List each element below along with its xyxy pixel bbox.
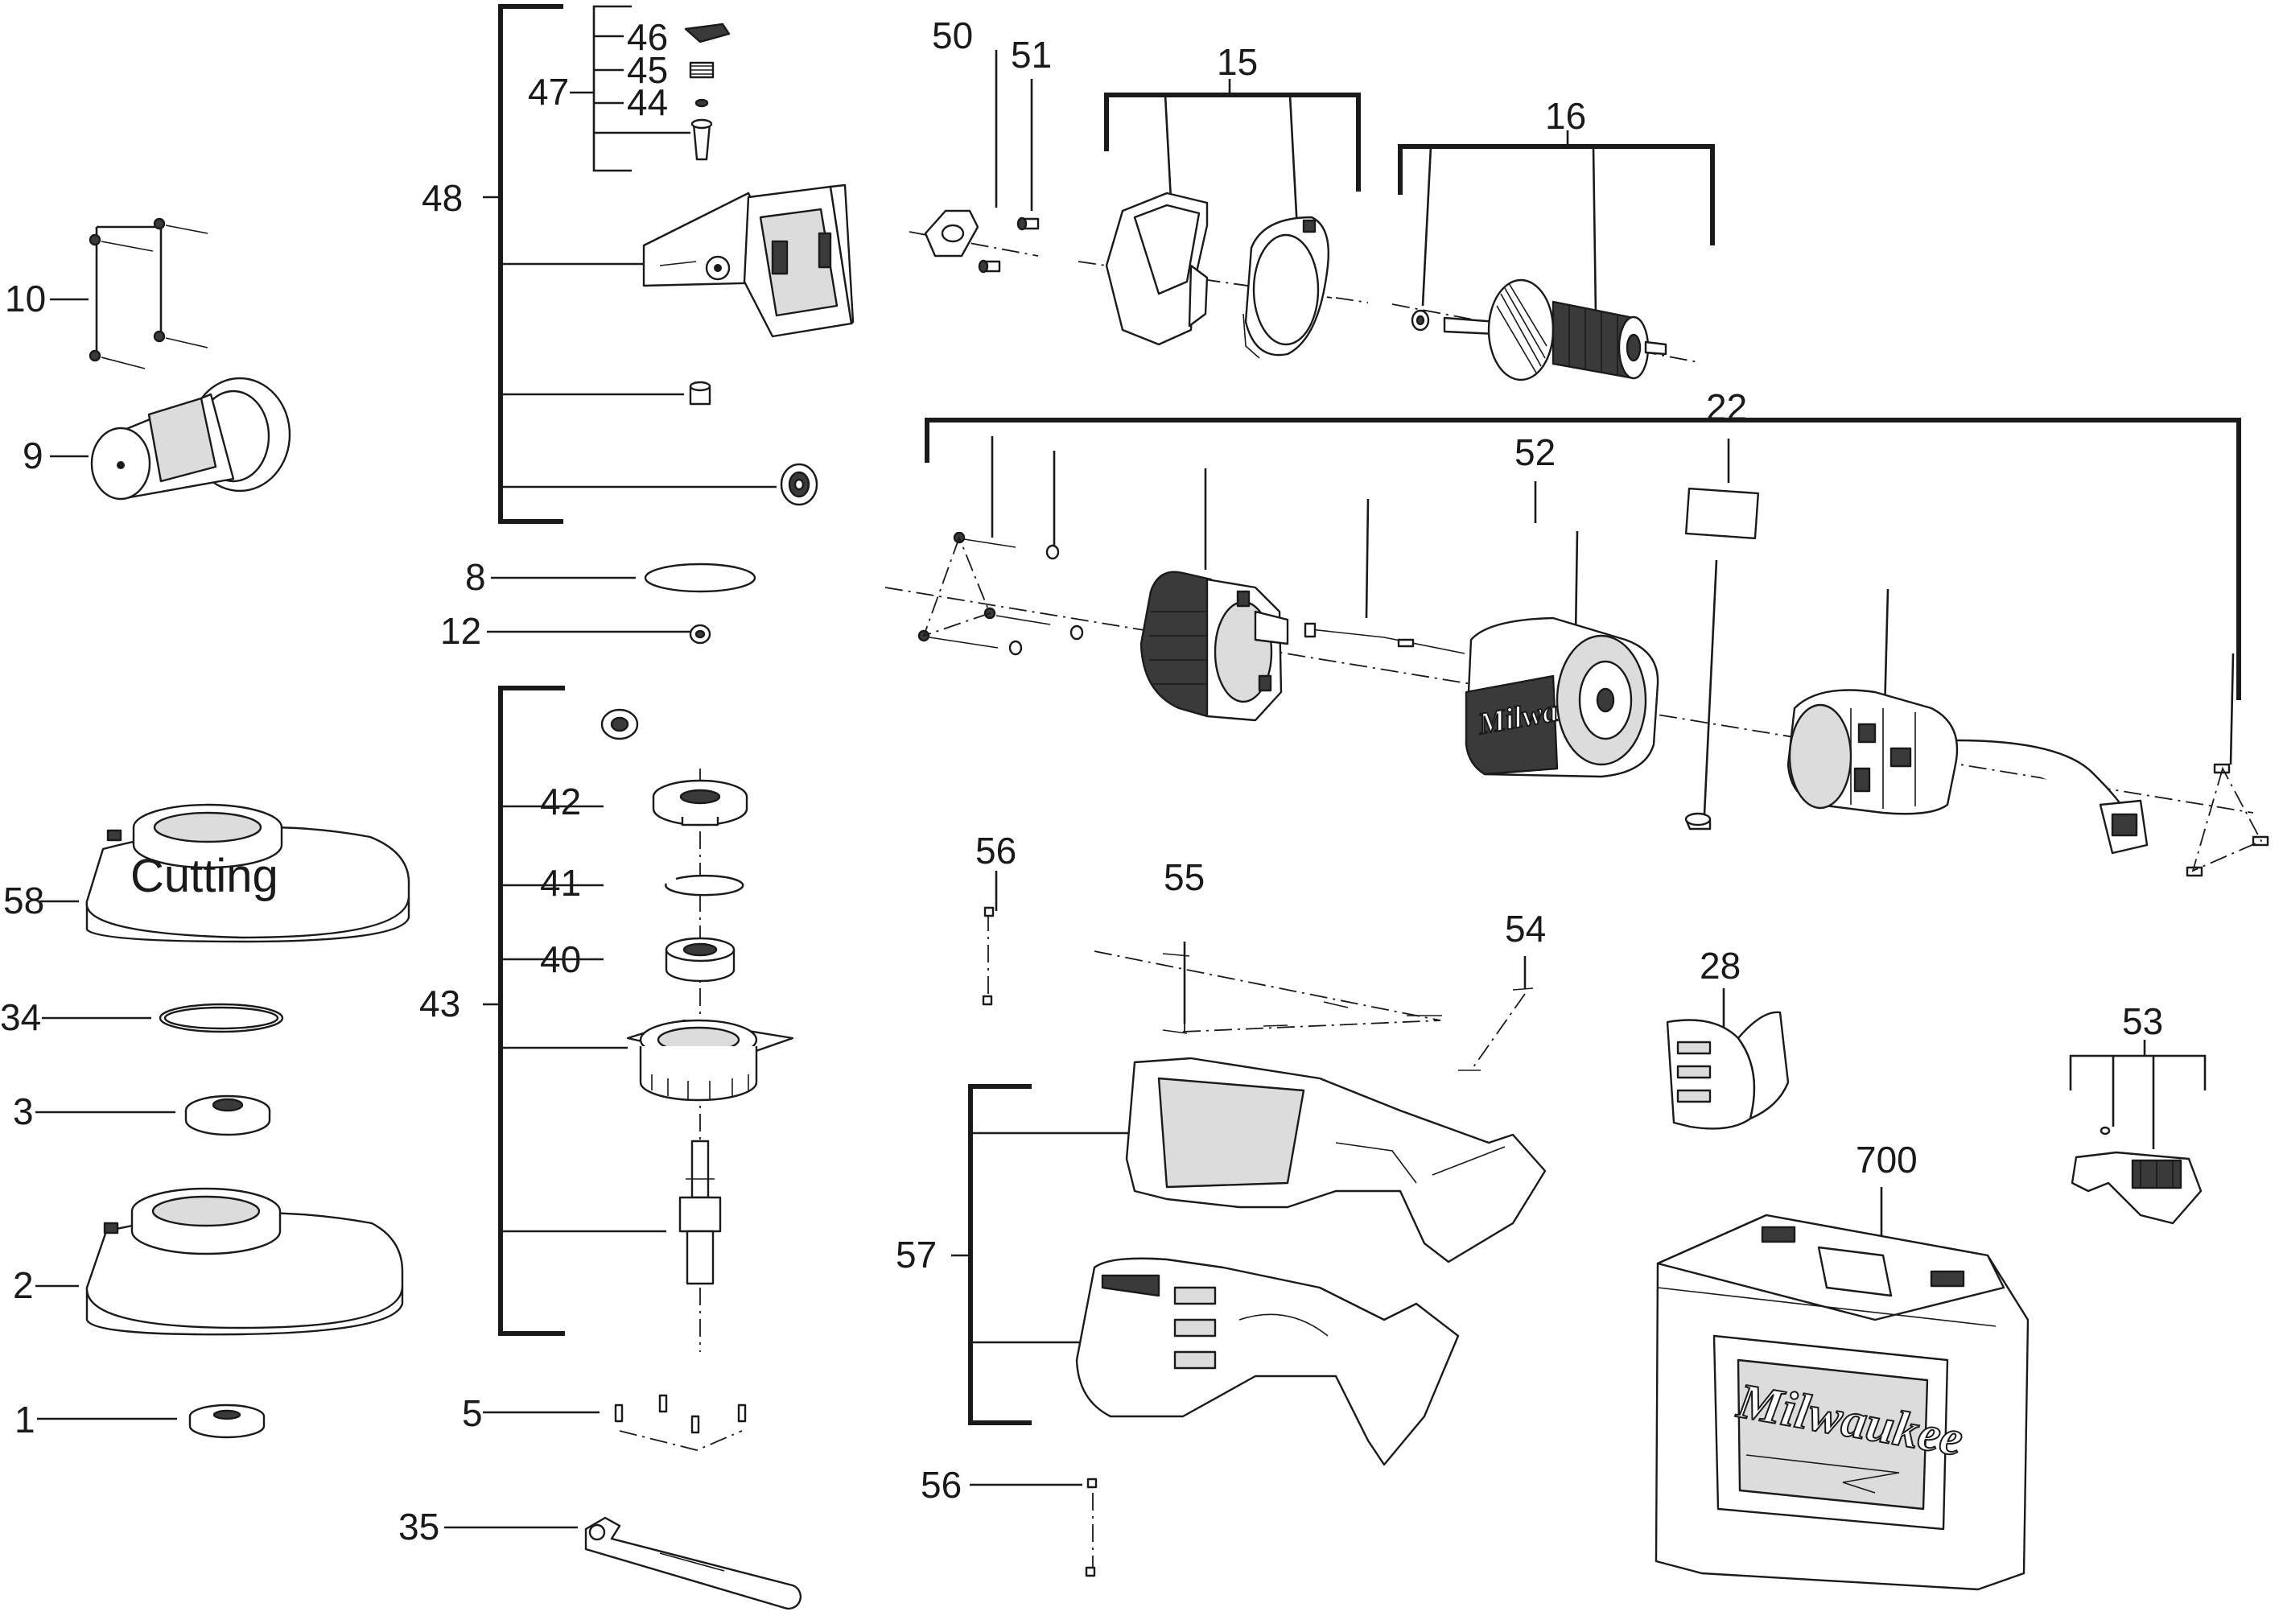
callout-2: 2 <box>13 1264 34 1306</box>
callout-15: 15 <box>1217 41 1258 83</box>
callout-40: 40 <box>540 938 581 980</box>
callout-53: 53 <box>2122 1000 2163 1042</box>
callout-42: 42 <box>540 781 581 822</box>
callout-54: 54 <box>1505 908 1546 950</box>
electronics-module <box>1786 689 2149 855</box>
switch-53 <box>2071 1126 2203 1225</box>
callout-47: 47 <box>528 71 569 113</box>
screws-51 <box>978 216 1040 274</box>
callout-5: 5 <box>462 1392 483 1434</box>
screws-55 <box>1162 953 1442 1034</box>
screws-56-top <box>982 906 995 1006</box>
screws-54 <box>1458 987 1534 1071</box>
wire <box>1304 622 1465 654</box>
grinding-guard-2 <box>85 1187 404 1336</box>
screws-56-bottom <box>1085 1478 1098 1577</box>
circlip-41 <box>665 874 744 896</box>
callout-45: 45 <box>627 49 668 91</box>
bearing-part <box>780 463 818 506</box>
handle-halves-57 <box>1075 1057 1547 1466</box>
callout-1: 1 <box>14 1399 35 1441</box>
rotor-16 <box>1411 278 1667 381</box>
callout-16: 16 <box>1545 95 1586 137</box>
callout-52: 52 <box>1514 431 1556 473</box>
callout-58: 58 <box>3 880 44 921</box>
flange-nut-1 <box>188 1403 266 1439</box>
callout-48: 48 <box>422 177 463 219</box>
screws-5 <box>614 1394 747 1451</box>
guard-label: Cutting <box>130 850 278 902</box>
callout-56-bottom: 56 <box>921 1464 962 1506</box>
plug <box>1684 812 1712 831</box>
callout-41: 41 <box>540 862 581 904</box>
screws-10 <box>89 217 208 369</box>
nut-12 <box>689 624 711 645</box>
callout-56-top: 56 <box>975 830 1016 872</box>
bracket-15 <box>1104 79 1361 230</box>
callout-8: 8 <box>465 556 486 598</box>
carry-case-700: Milwaukee <box>1655 1214 2030 1591</box>
callout-51: 51 <box>1011 34 1052 76</box>
callout-46: 46 <box>627 16 668 58</box>
parts-44-47 <box>684 23 731 161</box>
callout-3: 3 <box>13 1090 34 1132</box>
part-42 <box>600 708 748 826</box>
bracket-47 <box>570 5 690 172</box>
bracket-43 <box>483 686 666 1336</box>
flange-housing <box>626 1019 794 1102</box>
callout-35: 35 <box>398 1506 439 1548</box>
spindle <box>678 1140 722 1285</box>
bracket-52 <box>925 418 2241 815</box>
flange-3 <box>184 1094 271 1136</box>
callout-43: 43 <box>419 983 460 1024</box>
fan-baffle-15 <box>1105 192 1209 346</box>
o-ring-8 <box>644 563 756 593</box>
label-22 <box>1684 487 1760 540</box>
leader-lines <box>35 50 1883 1529</box>
callout-22: 22 <box>1706 386 1747 428</box>
bracket-10 <box>95 225 163 352</box>
callout-10: 10 <box>5 278 46 319</box>
callout-44: 44 <box>627 81 668 123</box>
stator <box>1139 571 1289 722</box>
callout-labels: 46 45 44 47 48 10 9 8 12 42 41 40 43 58 … <box>0 14 2163 1548</box>
bearing-40 <box>665 937 736 983</box>
cutting-guard-58: Cutting <box>85 803 410 943</box>
stator-baffle-15 <box>1242 216 1329 359</box>
spanner-35 <box>584 1516 802 1610</box>
belt-clip-28 <box>1666 1011 1790 1130</box>
motor-housing: Milwaukee <box>1465 616 1659 778</box>
callout-12: 12 <box>440 610 481 652</box>
plate-50 <box>924 209 979 258</box>
callout-55: 55 <box>1164 856 1205 898</box>
callout-28: 28 <box>1700 945 1741 987</box>
bracket-48 <box>483 4 777 524</box>
bracket-53 <box>2069 1040 2207 1149</box>
ring-34 <box>159 1003 284 1033</box>
callout-700: 700 <box>1856 1139 1918 1181</box>
callout-50: 50 <box>932 14 973 56</box>
bracket-16 <box>1398 130 1715 316</box>
callout-57: 57 <box>896 1234 937 1276</box>
callout-9: 9 <box>23 435 43 476</box>
gear-case-48 <box>642 183 855 338</box>
side-handle-9 <box>90 377 291 501</box>
callout-34: 34 <box>0 996 41 1038</box>
spacer-part <box>689 381 711 406</box>
screws-52 <box>917 531 1084 656</box>
screws-right-52 <box>2186 763 2269 877</box>
